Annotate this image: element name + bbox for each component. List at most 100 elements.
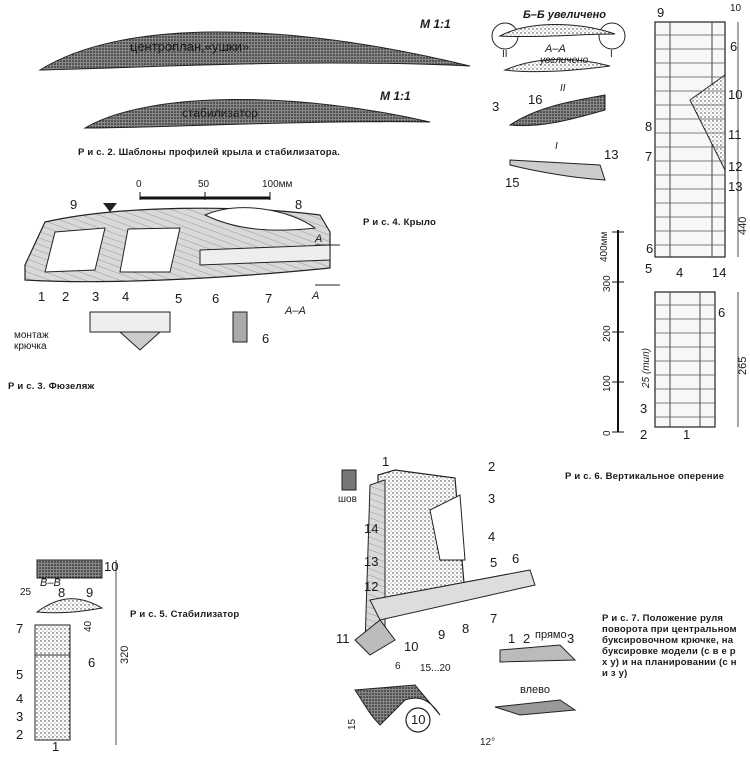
stabilizer-profile-template xyxy=(83,98,431,129)
scale-tick-300: 300 xyxy=(602,275,613,292)
stab-part-5: 5 xyxy=(16,667,24,682)
tail-part-6-mid: 6 xyxy=(646,241,654,256)
vertical-tail-lower xyxy=(654,291,716,428)
wing-profile-label: центроплан,«ушки» xyxy=(130,39,250,54)
rudder-part-7: 7 xyxy=(490,611,498,626)
fig5-caption: Р и с. 5. Стабилизатор xyxy=(130,609,240,620)
fig2-scale-top: М 1:1 xyxy=(420,17,451,31)
stab-part-9: 9 xyxy=(86,585,94,600)
fuselage-part-7: 7 xyxy=(265,291,273,306)
stab-dim-40: 40 xyxy=(83,620,94,632)
rudder-part-14: 14 xyxy=(364,521,379,536)
tail-rib-spacing: 25 (тип) xyxy=(641,348,652,388)
tail-dim-265: 265 xyxy=(737,356,749,375)
rudder-part-2: 2 xyxy=(488,459,496,474)
rudder-part-10: 10 xyxy=(404,639,419,654)
detail-i-label: I xyxy=(555,141,558,152)
scale-tick-0: 0 xyxy=(602,430,613,436)
seam-label: шов xyxy=(338,494,357,505)
stabilizer-drawing xyxy=(34,559,117,745)
ruler-tick-0: 0 xyxy=(136,179,142,190)
rudder-drawing xyxy=(341,469,577,733)
wing-profile-template xyxy=(38,31,471,71)
tail-part-9: 9 xyxy=(657,5,665,20)
position-part-3: 3 xyxy=(567,631,575,646)
position-part-2: 2 xyxy=(523,631,531,646)
stab-part-4: 4 xyxy=(16,691,24,706)
fuselage-drawing xyxy=(24,192,340,351)
scale-tick-100: 100 xyxy=(602,375,613,392)
wing-part-15: 15 xyxy=(505,175,520,190)
tail-part-1: 1 xyxy=(683,427,691,442)
dim-6: 6 xyxy=(395,661,401,672)
tail-part-5: 5 xyxy=(645,261,653,276)
ruler-tick-100: 100мм xyxy=(262,179,293,190)
tail-dim-440: 440 xyxy=(737,216,749,235)
fuselage-part-5: 5 xyxy=(175,291,183,306)
fuselage-section-aa: А–А xyxy=(285,305,306,317)
tail-part-6-low: 6 xyxy=(718,305,726,320)
straight-label: прямо xyxy=(535,629,567,641)
tail-part-11: 11 xyxy=(728,127,742,142)
stab-part-8: 8 xyxy=(58,585,66,600)
wing-sections xyxy=(491,22,626,181)
stab-part-7: 7 xyxy=(16,621,24,636)
tail-part-2: 2 xyxy=(640,427,648,442)
ruler-tick-50: 50 xyxy=(198,179,210,190)
scale-label-400mm: 400мм xyxy=(599,231,610,262)
stab-part-3: 3 xyxy=(16,709,24,724)
rudder-part-9: 9 xyxy=(438,627,446,642)
section-bb-label: Б–Б увеличено xyxy=(523,9,606,21)
callout-ii: II xyxy=(502,49,508,60)
rudder-part-8: 8 xyxy=(462,621,470,636)
fig3-caption: Р и с. 3. Фюзеляж xyxy=(8,381,95,392)
tail-dim-10: 10 xyxy=(730,3,742,14)
rudder-part-11: 11 xyxy=(336,631,350,646)
position-part-1: 1 xyxy=(508,631,516,646)
hook-mount-label: монтаж крючка xyxy=(14,330,49,352)
tail-part-14: 14 xyxy=(712,265,727,280)
stab-part-2: 2 xyxy=(16,727,24,742)
stab-dim-25: 25 xyxy=(20,587,32,598)
scale-bar-400mm xyxy=(612,230,624,433)
fig4-caption: Р и с. 4. Крыло xyxy=(363,217,437,228)
wing-part-3: 3 xyxy=(492,99,500,114)
stab-dim-320: 320 xyxy=(119,645,131,664)
stab-part-1: 1 xyxy=(52,739,60,754)
section-mark-a-top: А xyxy=(315,233,323,245)
dim-15-20: 15...20 xyxy=(420,663,451,674)
tail-part-6-top: 6 xyxy=(730,39,738,54)
tail-part-3: 3 xyxy=(640,401,648,416)
tail-part-7: 7 xyxy=(645,149,653,164)
fuselage-part-3: 3 xyxy=(92,289,100,304)
tail-part-4: 4 xyxy=(676,265,684,280)
dim-15: 15 xyxy=(347,718,358,730)
tail-part-12: 12 xyxy=(728,159,743,174)
callout-i: I xyxy=(610,49,613,60)
scale-tick-200: 200 xyxy=(602,325,613,342)
fig2-caption: Р и с. 2. Шаблоны профилей крыла и стаби… xyxy=(78,147,341,158)
stabilizer-profile-label: стабилизатор xyxy=(182,106,258,120)
detail-ii-label: II xyxy=(560,83,566,94)
fuselage-part-6: 6 xyxy=(212,291,220,306)
fig6-caption: Р и с. 6. Вертикальное оперение xyxy=(565,471,725,482)
rudder-part-6: 6 xyxy=(512,551,520,566)
stab-part-6: 6 xyxy=(88,655,96,670)
wing-part-13: 13 xyxy=(604,147,619,162)
detail-10-label: 10 xyxy=(411,712,426,727)
fuselage-part-4: 4 xyxy=(122,289,130,304)
vertical-tail-ribs xyxy=(655,34,725,418)
angle-12: 12° xyxy=(480,737,496,748)
rudder-part-12: 12 xyxy=(364,579,379,594)
section-aa-label: А–А xyxy=(545,43,566,55)
fuselage-part-2: 2 xyxy=(62,289,70,304)
fig2-scale-bottom: М 1:1 xyxy=(380,89,411,103)
stab-section-vv: В–В xyxy=(40,577,61,589)
rudder-part-3: 3 xyxy=(488,491,496,506)
vertical-tail-upper xyxy=(654,21,726,258)
fuselage-part-1: 1 xyxy=(38,289,46,304)
fuselage-part-9: 9 xyxy=(70,197,78,212)
fig7-caption: Р и с. 7. Положение руля поворота при це… xyxy=(602,613,737,679)
fuselage-part-6b: 6 xyxy=(262,331,270,346)
